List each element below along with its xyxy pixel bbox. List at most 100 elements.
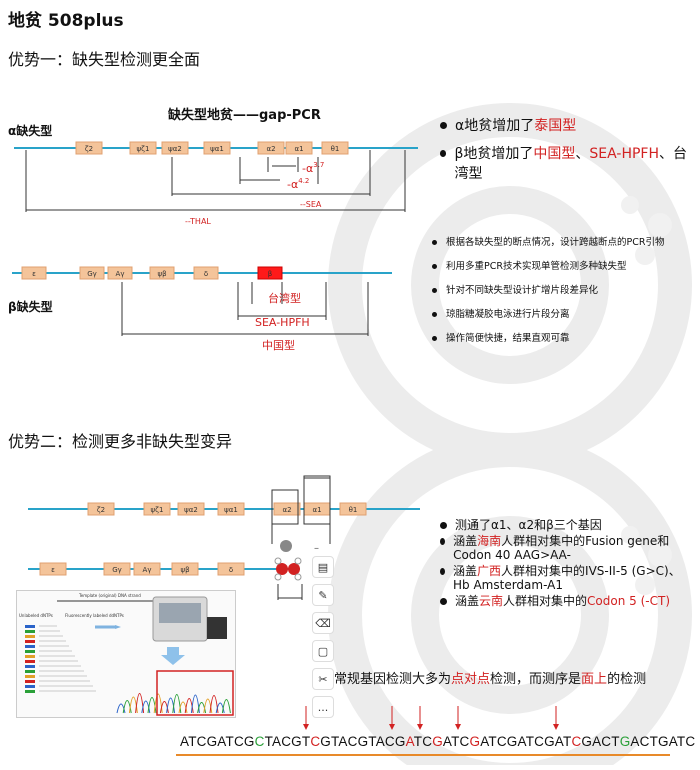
variant-arrowhead <box>417 724 423 730</box>
toolbar-dash: – <box>314 543 319 554</box>
sea-hpfh-label: SEA-HPFH <box>255 316 310 329</box>
gene-label: ε <box>32 270 36 278</box>
gene-box <box>87 502 115 516</box>
gene-box <box>129 141 157 155</box>
eraser-icon[interactable]: ⌫ <box>312 612 334 634</box>
chromatogram-peak <box>215 702 225 714</box>
gene-label: α1 <box>312 506 321 514</box>
chromatogram-peak <box>166 697 176 714</box>
ladder-band <box>25 660 35 663</box>
gene-box <box>257 141 285 155</box>
dna-sequence: ATCGATCGCTACGTCGTACGTACGATCGATCGATCGATCG… <box>180 734 696 749</box>
chromatogram-peak <box>141 700 151 714</box>
beta-deletion-label: β缺失型 <box>8 300 53 314</box>
gene-label: Gγ <box>87 270 97 278</box>
sequencing-note: 常规基因检测大多为点对点检测，而测序是面上的检测 <box>334 672 647 687</box>
floating-toolbar: – ▤ ✎ ⌫ ▢ ✂ ... <box>312 543 334 718</box>
bullet-item: 根据各缺失型的断点情况，设计跨越断点的PCR引物 <box>432 236 694 250</box>
ladder-band <box>25 630 35 633</box>
variant-arrowhead <box>389 724 395 730</box>
bullet-item: 利用多重PCR技术实现单管检测多种缺失型 <box>432 260 694 274</box>
alpha42-label: -α4.2 <box>287 177 309 191</box>
gene-label: ψα2 <box>184 506 198 514</box>
variant-arrowhead <box>553 724 559 730</box>
chromatogram-peak <box>203 698 213 714</box>
chromatogram-peak <box>122 700 132 714</box>
section1-bullets-small: 根据各缺失型的断点情况，设计跨越断点的PCR引物利用多重PCR技术实现单管检测多… <box>432 236 694 356</box>
ladder-band <box>25 650 35 653</box>
gene-box <box>217 502 245 516</box>
thal-label: --THAL <box>185 217 211 226</box>
gene-label: ψα1 <box>224 506 238 514</box>
gene-box <box>79 266 105 280</box>
layers-icon[interactable]: ▤ <box>312 556 334 578</box>
sea-label: --SEA <box>300 200 322 209</box>
ladder-band <box>25 675 35 678</box>
gene-label: ψβ <box>157 270 166 278</box>
bullet-item: 涵盖广西人群相对集中的IVS-II-5 (G>C)、Hb Amsterdam-A… <box>440 564 695 592</box>
variant-marker <box>274 540 302 581</box>
gene-label: ψα2 <box>168 145 182 153</box>
tools-icon[interactable]: ✂ <box>312 668 334 690</box>
screen-icon[interactable]: ▢ <box>312 640 334 662</box>
ladder-band <box>25 640 35 643</box>
gene-label: ψζ1 <box>137 145 150 153</box>
gene-label: ζ2 <box>97 506 105 514</box>
gene-label: θ1 <box>331 145 340 153</box>
chromatogram-peak <box>159 701 169 714</box>
gene-box <box>257 266 283 280</box>
gene-box <box>339 502 367 516</box>
gene-label: ψα1 <box>210 145 224 153</box>
china-type-label: 中国型 <box>262 338 295 352</box>
alpha37-label: -α3.7 <box>302 161 324 175</box>
sanger-sequencing-figure: Template (original) DNA strand Fluoresce… <box>16 590 236 718</box>
gene-box <box>177 502 205 516</box>
gene-label: ε <box>51 566 55 574</box>
bullet-item: 琼脂糖凝胶电泳进行片段分离 <box>432 308 694 322</box>
gene-box <box>273 502 301 516</box>
chromatogram-peak <box>116 703 126 714</box>
gene-box <box>75 141 103 155</box>
gene-label: Gγ <box>112 566 122 574</box>
chromatogram-peak <box>184 698 194 714</box>
ladder-band <box>25 635 35 638</box>
diagram-title: 缺失型地贫——gap-PCR <box>168 108 321 123</box>
ladder-band <box>25 680 35 683</box>
gene-label: α1 <box>294 145 303 153</box>
chromatogram-peak <box>197 702 207 714</box>
ladder-band <box>25 670 35 673</box>
template-label: Template (original) DNA strand <box>79 593 141 598</box>
section2-bullets: 测通了α1、α2和β三个基因涵盖海南人群相对集中的Fusion gene和Cod… <box>440 518 695 610</box>
bullet-item: 操作简便快捷，结果直观可靠 <box>432 332 694 346</box>
chromatogram-peak <box>221 699 231 714</box>
more-button[interactable]: ... <box>312 696 334 718</box>
dntp-label: Unlabeled dNTPs <box>19 613 53 618</box>
gene-label: θ1 <box>349 506 358 514</box>
ladder-band <box>25 690 35 693</box>
gene-box <box>21 266 47 280</box>
dna-underline <box>176 754 670 756</box>
gene-box <box>133 562 161 576</box>
gene-box <box>321 141 349 155</box>
variant-arrowhead <box>455 724 461 730</box>
ladder-band <box>25 685 35 688</box>
bullet-item: 涵盖云南人群相对集中的Codon 5 (-CT) <box>440 594 695 608</box>
ladder-band <box>25 625 35 628</box>
variant-arrows <box>303 706 559 730</box>
gene-box <box>161 141 189 155</box>
ladder-band <box>25 645 35 648</box>
ladder-band <box>25 655 35 658</box>
chromatogram-peak <box>178 701 188 714</box>
chromatogram-peak <box>147 697 157 714</box>
gene-box <box>217 562 245 576</box>
gene-label: Aγ <box>116 270 125 278</box>
pen-icon[interactable]: ✎ <box>312 584 334 606</box>
gene-box <box>149 266 175 280</box>
bullet-item: α地贫增加了泰国型 <box>440 116 695 136</box>
gene-label: ψβ <box>180 566 189 574</box>
chromatogram-peak <box>128 696 138 714</box>
ladder-band <box>25 665 35 668</box>
gene-label: β <box>268 270 272 278</box>
